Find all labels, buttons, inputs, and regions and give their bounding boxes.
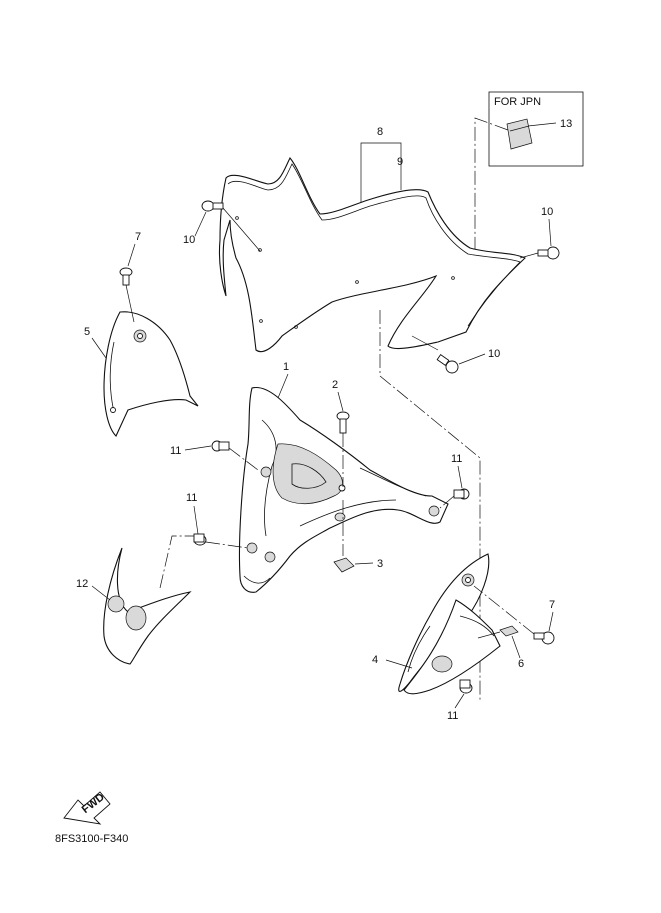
- callout-4: 4: [372, 654, 378, 666]
- callout-5: 5: [84, 326, 90, 338]
- clip-nut-6: [477, 625, 519, 639]
- left-inner-panel-part-5: [103, 311, 199, 437]
- diagram-code: 8FS3100-F340: [55, 833, 128, 845]
- callout-11-upper-left: 11: [170, 445, 181, 457]
- grommet-11-lower-left: [193, 533, 249, 549]
- callout-9: 9: [397, 156, 403, 168]
- callout-10-left: 10: [183, 234, 195, 246]
- lower-right-panel-part-4: [398, 553, 501, 695]
- fastener-7-left: [119, 267, 135, 323]
- lower-left-panel-part-12: [103, 547, 192, 665]
- callout-6: 6: [518, 658, 524, 670]
- callout-7-left: 7: [135, 231, 141, 243]
- main-cowling-part-1: [238, 386, 449, 593]
- part-13-emblem: [506, 118, 533, 150]
- windscreen-part-8: [218, 157, 526, 353]
- callout-3: 3: [377, 558, 383, 570]
- callout-1: 1: [283, 361, 289, 373]
- inset-label: FOR JPN: [494, 96, 541, 108]
- inset-frame: [488, 91, 584, 167]
- grommet-11-upper-left: [211, 440, 259, 471]
- part-12-leader-dashed: [159, 535, 194, 589]
- nut-3: [333, 557, 355, 573]
- callout-13: 13: [560, 118, 572, 130]
- callout-10-right-bottom: 10: [488, 348, 500, 360]
- screw-10-right-top: [519, 246, 560, 260]
- callout-8: 8: [377, 126, 383, 138]
- grommet-11-bottom-right: [459, 679, 473, 694]
- inset-leader-dashed: [457, 117, 509, 266]
- callout-11-lower-left: 11: [186, 492, 197, 504]
- callout-10-right-top: 10: [541, 206, 553, 218]
- screw-2: [336, 411, 350, 434]
- fastener-7-right: [473, 585, 555, 645]
- callout-11-right: 11: [451, 453, 462, 465]
- callout-7-right: 7: [549, 599, 555, 611]
- grommet-11-right: [439, 488, 470, 509]
- screw-10-right-bottom: [411, 335, 459, 374]
- callout-11-bottom-right: 11: [447, 710, 458, 722]
- callout-12: 12: [76, 578, 88, 590]
- screw-10-left: [201, 200, 261, 252]
- for-jpn-inset: FOR JPN 13: [488, 91, 584, 167]
- bracket-8: [360, 142, 402, 225]
- callout-2: 2: [332, 379, 338, 391]
- fwd-arrow-icon: FWD: [63, 791, 111, 825]
